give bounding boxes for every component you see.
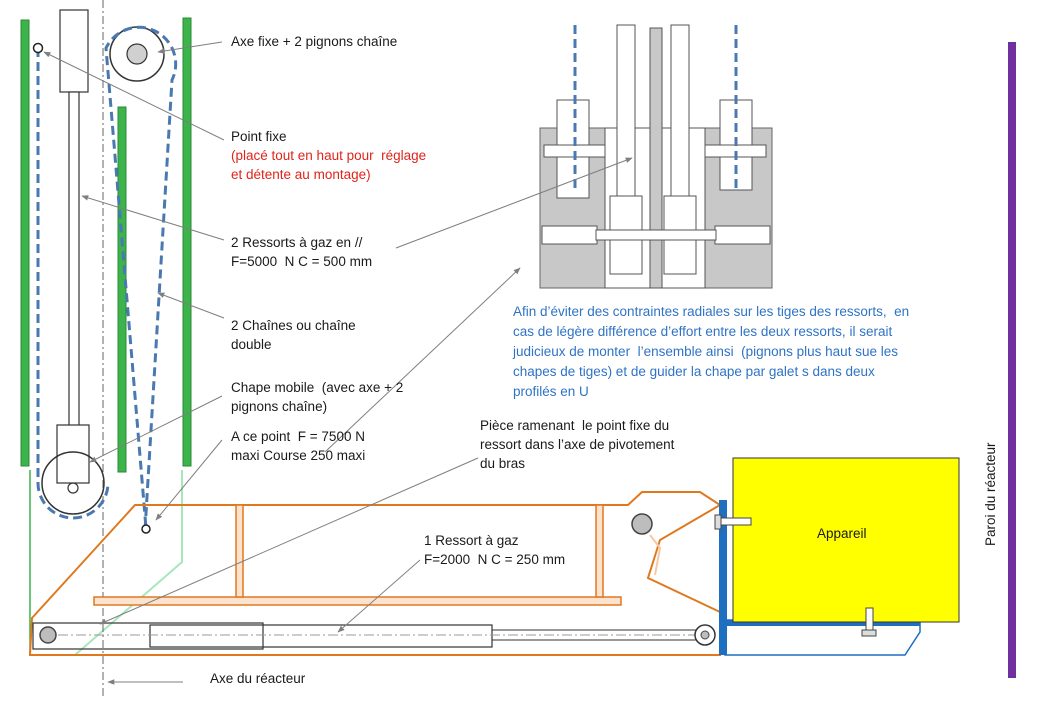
- reactor-wall: [1008, 42, 1016, 678]
- arm-crossbar: [93, 596, 622, 606]
- device-bolt-head-bottom: [861, 629, 877, 637]
- lower-sprocket: [41, 451, 105, 515]
- note-line-4: chapes de tiges) et de guider la chape p…: [513, 364, 875, 379]
- fixed-point-pin: [32, 42, 44, 54]
- label-chaines-2: double: [231, 337, 272, 352]
- spring-end-pin: [700, 630, 710, 640]
- vertical-spring-rod: [68, 91, 80, 427]
- label-point-fixe-note-2: et détente au montage): [231, 167, 371, 182]
- horizontal-spring-end: [32, 622, 264, 650]
- left-rail: [20, 19, 30, 467]
- label-piece-2: ressort dans l’axe de pivotement: [480, 437, 675, 452]
- label-ressorts-2: F=5000 N C = 500 mm: [231, 254, 373, 269]
- arm-post-right: [595, 504, 604, 598]
- label-ressort-unique-1: 1 Ressort à gaz: [424, 533, 519, 548]
- horizontal-spring-body: [149, 624, 493, 648]
- device-frame-horizontal: [727, 620, 920, 626]
- label-piece-3: du bras: [480, 456, 526, 471]
- leader-arrows: [43, 41, 633, 685]
- clevis-pin: [67, 482, 79, 494]
- vertical-spring-body: [59, 9, 89, 93]
- upper-axle: [126, 43, 148, 65]
- orange-arm: [28, 491, 722, 656]
- arm-pivot-pin: [631, 513, 653, 535]
- label-ressorts-1: 2 Ressorts à gaz en //: [231, 235, 363, 250]
- arm-post-left: [235, 504, 244, 598]
- middle-rail: [117, 106, 127, 473]
- label-axe-reacteur: Axe du réacteur: [210, 671, 306, 686]
- label-force-1: A ce point F = 7500 N: [231, 429, 365, 444]
- device-bolt-shank-bottom: [865, 607, 874, 631]
- arm-inner-light: [649, 534, 662, 576]
- device-bolt-shank-side: [720, 517, 752, 526]
- label-appareil: Appareil: [817, 526, 867, 541]
- note-line-3: judicieux de monter l’ensemble ainsi (pi…: [513, 344, 898, 359]
- label-ressort-unique-2: F=2000 N C = 250 mm: [424, 552, 566, 567]
- device-box: [732, 457, 960, 623]
- label-piece-1: Pièce ramenant le point fixe du: [480, 418, 670, 433]
- label-axe-fixe: Axe fixe + 2 pignons chaîne: [231, 34, 398, 49]
- label-point-fixe-note-1: (placé tout en haut pour réglage: [231, 148, 427, 163]
- device-bolt-head-side: [714, 514, 722, 530]
- spring-fixed-pin: [39, 626, 57, 644]
- label-paroi-reacteur: Paroi du réacteur: [983, 442, 998, 546]
- chain-end-pin: [141, 524, 151, 534]
- label-point-fixe: Point fixe: [231, 129, 287, 144]
- label-chape-1: Chape mobile (avec axe + 2: [231, 380, 404, 395]
- chain-upper-loop: [104, 25, 178, 531]
- note-line-5: profilés en U: [513, 384, 589, 399]
- device-frame-vertical: [719, 500, 727, 655]
- detail-view: [539, 24, 773, 289]
- label-chape-2: pignons chaîne): [231, 399, 328, 414]
- horizontal-spring-rod: [491, 629, 701, 641]
- label-chaines-1: 2 Chaînes ou chaîne: [231, 318, 356, 333]
- note-line-1: Afin d’éviter des contraintes radiales s…: [513, 304, 910, 319]
- label-force-2: maxi Course 250 maxi: [231, 448, 366, 463]
- note-line-2: cas de légère différence d’effort entre …: [513, 324, 893, 339]
- right-rail: [182, 17, 192, 467]
